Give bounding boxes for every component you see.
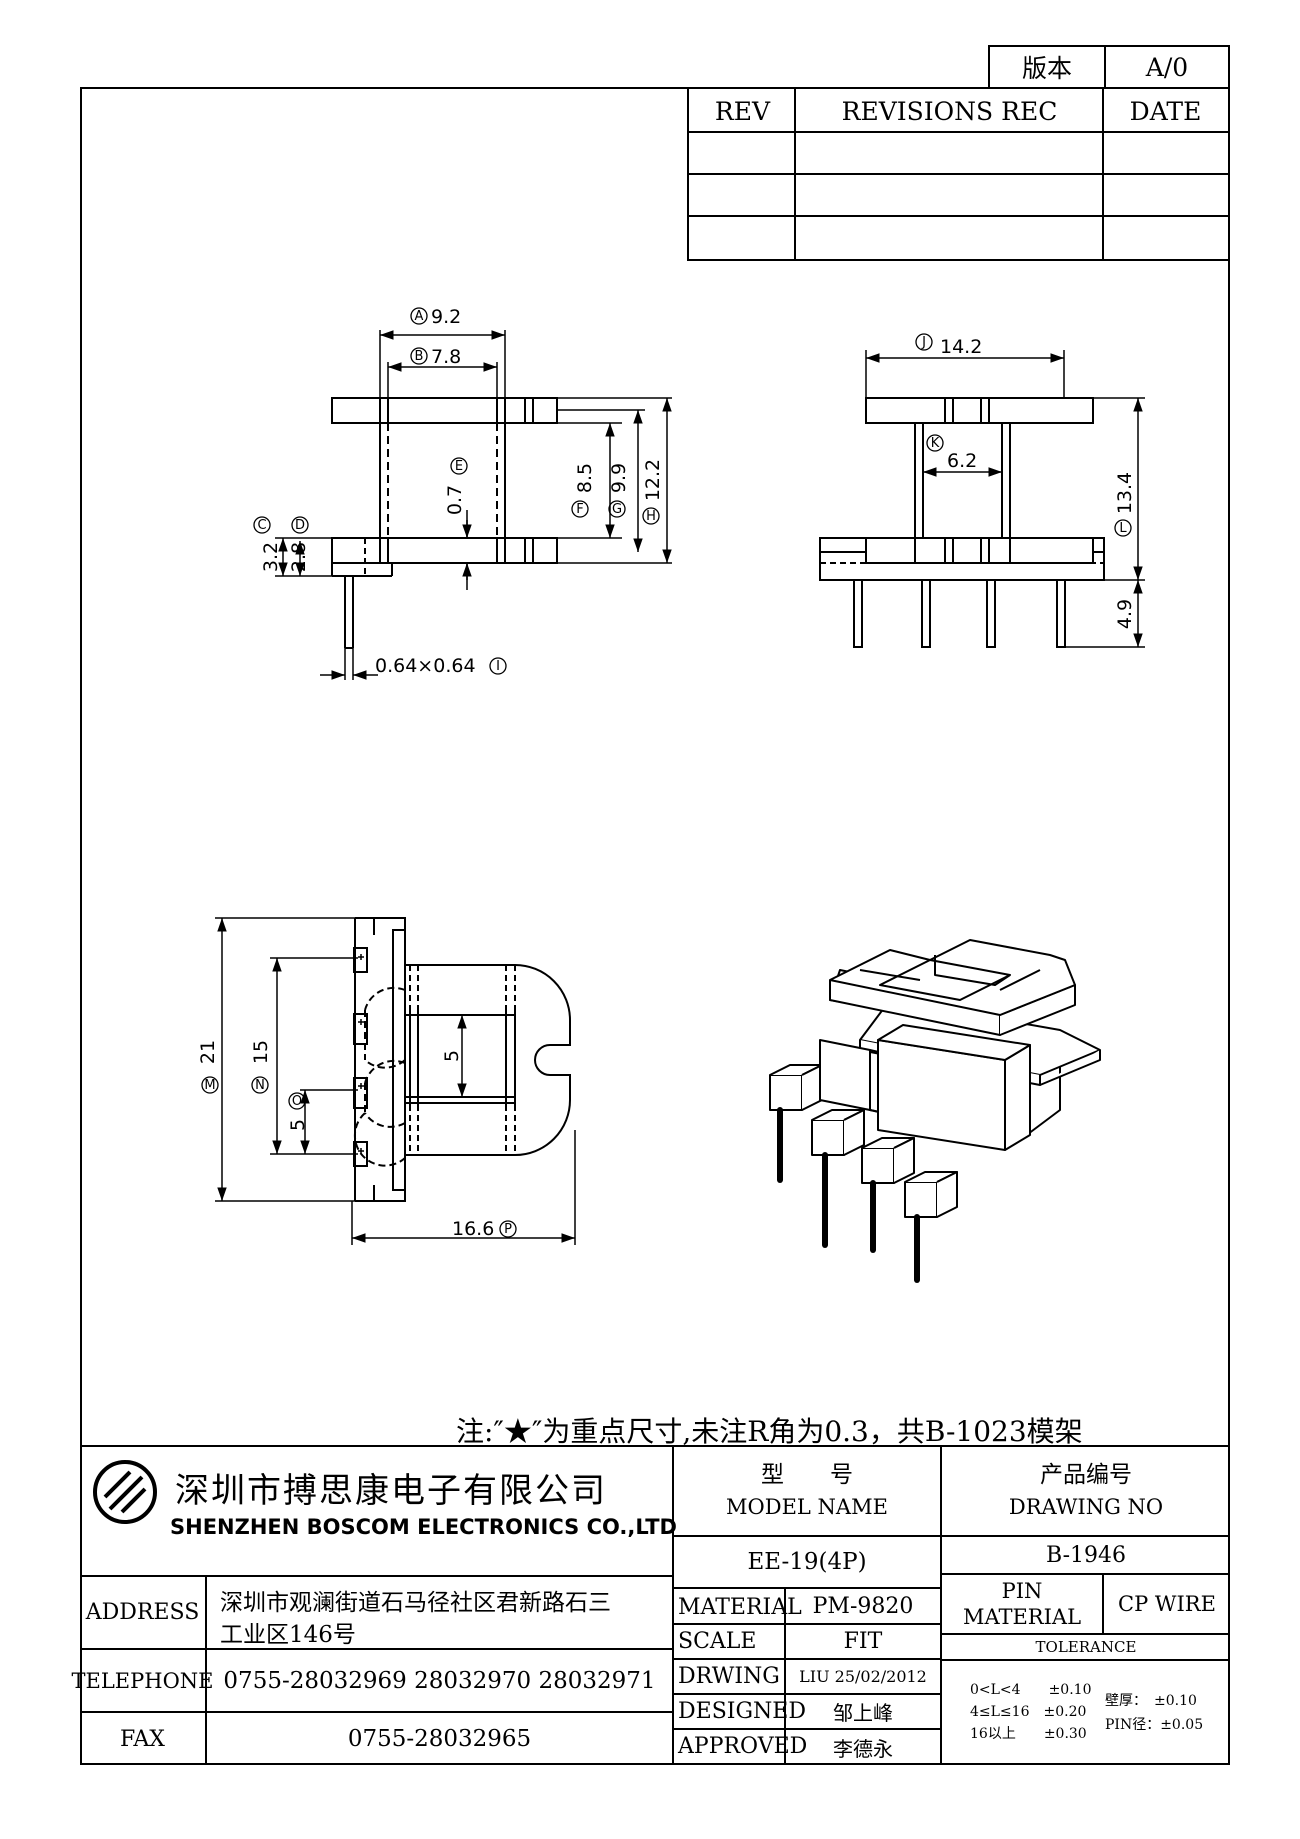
dim-O: 5 — [287, 1119, 309, 1131]
front-view — [331, 397, 558, 649]
drawing-no-label: 产品编号 DRAWING NO — [942, 1447, 1230, 1535]
designed-label: DESIGNED — [678, 1699, 806, 1724]
svg-text:E: E — [455, 459, 463, 474]
model-label-cn: 型 号 — [761, 1462, 853, 1488]
dim-inner: 5 — [441, 1050, 463, 1062]
address-line1: 深圳市观澜街道石马径社区君新路石三 — [220, 1590, 611, 1616]
rev-header: REV — [714, 96, 771, 126]
svg-text:B: B — [415, 349, 424, 364]
bottom-view-labels: M 21 N 15 O 5 5 16.6 P — [197, 1040, 517, 1240]
address-line2: 工业区146号 — [220, 1622, 356, 1648]
approved-label: APPROVED — [678, 1734, 808, 1759]
version-label: 版本 — [990, 47, 1106, 87]
tolerance-row-3: 16以上 ±0.30 — [970, 1726, 1087, 1742]
dim-E: 0.7 — [444, 485, 466, 515]
svg-text:K: K — [931, 436, 940, 451]
company-name-cn: 深圳市搏思康电子有限公司 — [175, 1471, 607, 1511]
tolerance-label: TOLERANCE — [1035, 1638, 1137, 1656]
side-view — [819, 397, 1105, 648]
svg-text:M: M — [204, 1078, 215, 1093]
svg-text:P: P — [504, 1222, 512, 1237]
dim-J: 14.2 — [940, 336, 982, 358]
model-label: 型 号 MODEL NAME — [674, 1447, 940, 1535]
svg-text:L: L — [1119, 521, 1127, 536]
pin-material-label: PIN MATERIAL — [942, 1575, 1102, 1633]
svg-text:J: J — [921, 335, 926, 350]
scale-value: FIT — [843, 1629, 883, 1654]
designed-value: 邹上峰 — [833, 1701, 893, 1725]
dim-B: 7.8 — [431, 346, 461, 368]
svg-text:A: A — [415, 309, 424, 324]
tolerance-pin: PIN径：±0.05 — [1105, 1717, 1204, 1733]
dim-D: 2.8 — [288, 542, 310, 572]
scale-label: SCALE — [678, 1629, 757, 1654]
tolerance-row-2: 4≤L≤16 ±0.20 — [970, 1704, 1087, 1720]
drwing-label: DRWING — [678, 1664, 780, 1689]
telephone-label: TELEPHONE — [71, 1668, 214, 1693]
date-header: DATE — [1129, 96, 1202, 126]
dim-K: 6.2 — [947, 450, 977, 472]
version-value: A/0 — [1145, 52, 1189, 82]
tolerance-wall: 壁厚： ±0.10 — [1105, 1693, 1197, 1709]
svg-text:C: C — [257, 518, 266, 533]
telephone-value: 0755-28032969 28032970 28032971 — [223, 1667, 656, 1694]
dim-N: 15 — [250, 1040, 272, 1064]
dim-H: 12.2 — [642, 459, 664, 501]
drwing-value: LIU 25/02/2012 — [799, 1667, 927, 1686]
side-view-dims — [865, 350, 1145, 648]
svg-text:I: I — [496, 659, 500, 674]
dim-M: 21 — [197, 1040, 219, 1064]
pin-material-label-2: MATERIAL — [962, 1605, 1082, 1629]
revisions-table: REV REVISIONS REC DATE — [687, 87, 1230, 261]
company-logo — [93, 1460, 157, 1524]
dim-F: 8.5 — [574, 463, 596, 493]
fax-label: FAX — [120, 1726, 165, 1752]
svg-text:F: F — [576, 502, 583, 517]
drawing-no-value: B-1946 — [1046, 1542, 1126, 1568]
pin-material-value: CP WIRE — [1118, 1592, 1216, 1616]
dim-A: 9.2 — [431, 306, 461, 328]
fax-value: 0755-28032965 — [347, 1726, 532, 1752]
drawing-note: 注:″★″为重点尺寸,未注R角为0.3，共B-1023模架 — [456, 1415, 1083, 1448]
svg-text:H: H — [646, 509, 656, 524]
material-label: MATERIAL — [678, 1595, 802, 1620]
revisions-rec-header: REVISIONS REC — [841, 96, 1058, 126]
drawing-no-label-en: DRAWING NO — [1008, 1495, 1164, 1519]
side-view-labels: J 14.2 K 6.2 L 13.4 4.9 — [915, 333, 1136, 629]
bottom-view-dims — [215, 917, 576, 1245]
dim-I: 0.64×0.64 — [375, 655, 476, 677]
isometric-view — [769, 939, 1101, 1283]
front-view-labels: A 9.2 B 7.8 C D 3.2 2.8 E 0.7 F 8.5 G 9.… — [253, 306, 664, 677]
drawing-no-label-cn: 产品编号 — [1040, 1462, 1132, 1488]
bottom-view — [353, 917, 571, 1202]
address-label: ADDRESS — [85, 1600, 200, 1625]
dim-L: 13.4 — [1114, 472, 1136, 514]
front-view-dims — [275, 330, 672, 680]
dim-P: 16.6 — [452, 1218, 494, 1240]
model-label-en: MODEL NAME — [726, 1495, 888, 1519]
approved-value: 李德永 — [833, 1737, 893, 1761]
title-block: 深圳市搏思康电子有限公司 SHENZHEN BOSCOM ELECTRONICS… — [71, 1445, 1230, 1765]
svg-text:N: N — [255, 1078, 265, 1093]
dim-C: 3.2 — [260, 542, 282, 572]
svg-text:G: G — [612, 502, 622, 517]
company-name-en: SHENZHEN BOSCOM ELECTRONICS CO.,LTD — [170, 1515, 677, 1539]
model-value: EE-19(4P) — [747, 1549, 867, 1575]
svg-text:D: D — [295, 518, 305, 533]
svg-text:O: O — [292, 1094, 302, 1109]
pin-material-label-1: PIN — [1001, 1579, 1043, 1603]
dim-G: 9.9 — [608, 463, 630, 493]
dim-L2: 4.9 — [1114, 599, 1136, 629]
material-value: PM-9820 — [812, 1593, 914, 1619]
tolerance-row-1: 0<L<4 ±0.10 — [970, 1682, 1092, 1698]
